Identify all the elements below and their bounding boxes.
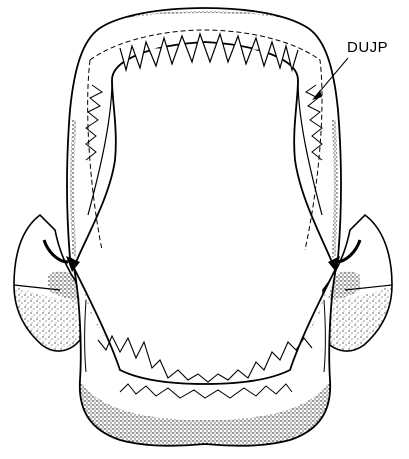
dujp-label: DUJP [347,40,388,55]
lower-jaw [74,268,336,446]
upper-jaw [67,8,341,262]
